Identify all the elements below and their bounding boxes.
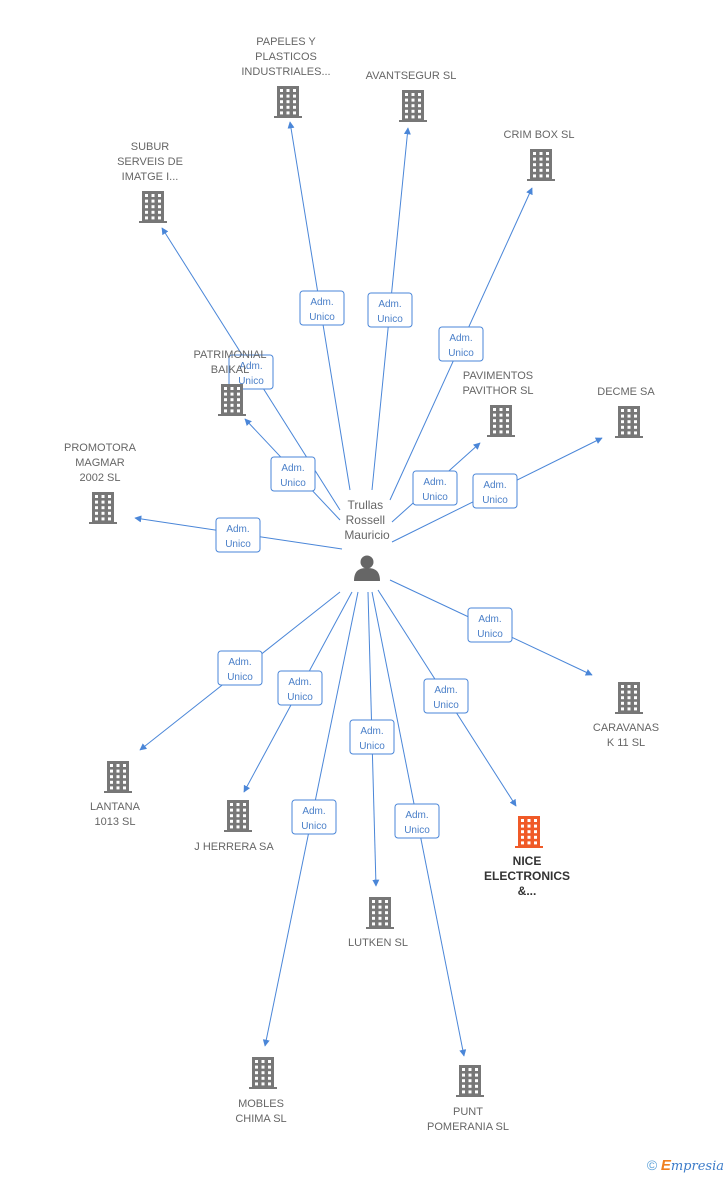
copyright-symbol: © [646, 1157, 658, 1173]
svg-text:Adm.: Adm. [449, 333, 472, 344]
edge-label-jherrera: Adm. Unico [277, 670, 323, 706]
svg-text:Unico: Unico [422, 492, 448, 503]
svg-text:Adm.: Adm. [226, 524, 249, 535]
edge-label-avantsegur: Adm. Unico [367, 292, 413, 328]
company-name-lutken[interactable]: LUTKEN SL [348, 937, 408, 949]
svg-text:Unico: Unico [225, 539, 251, 550]
svg-text:Adm.: Adm. [378, 299, 401, 310]
svg-text:Adm.: Adm. [405, 810, 428, 821]
svg-text:Unico: Unico [359, 741, 385, 752]
svg-text:Unico: Unico [482, 495, 508, 506]
edge-label-nice: Adm. Unico [423, 678, 469, 714]
edge-label-papeles: Adm. Unico [299, 290, 345, 326]
edge-label-mobles: Adm. Unico [291, 799, 337, 835]
company-node-crimbox[interactable]: CRIM BOX SL [504, 129, 575, 181]
building-icon [615, 406, 643, 438]
svg-text:Unico: Unico [448, 348, 474, 359]
company-name-decme[interactable]: DECME SA [597, 386, 655, 398]
svg-text:Adm.: Adm. [310, 297, 333, 308]
company-node-jherrera[interactable]: J HERRERA SA [194, 800, 274, 853]
svg-text:Unico: Unico [287, 692, 313, 703]
edge-label-lantana: Adm. Unico [217, 650, 263, 686]
building-icon [366, 897, 394, 929]
svg-text:Unico: Unico [280, 478, 306, 489]
building-icon [527, 149, 555, 181]
svg-text:Adm.: Adm. [423, 477, 446, 488]
svg-text:Adm.: Adm. [239, 361, 262, 372]
building-icon [104, 761, 132, 793]
edge-label-punt: Adm. Unico [394, 803, 440, 839]
edge-label-pavimentos: Adm. Unico [412, 470, 458, 506]
person-icon[interactable] [354, 555, 380, 582]
svg-text:Adm.: Adm. [483, 480, 506, 491]
edge-label-crimbox: Adm. Unico [438, 326, 484, 362]
footer-brand: © Empresia [647, 1157, 724, 1174]
edge-label-caravanas: Adm. Unico [467, 607, 513, 643]
building-icon [89, 492, 117, 524]
building-icon [224, 800, 252, 832]
svg-text:Adm.: Adm. [434, 685, 457, 696]
company-name-crimbox[interactable]: CRIM BOX SL [504, 129, 575, 141]
svg-text:Adm.: Adm. [281, 463, 304, 474]
brand-name: mpresia [670, 1159, 724, 1174]
svg-text:Adm.: Adm. [228, 657, 251, 668]
svg-text:Unico: Unico [477, 629, 503, 640]
svg-text:Unico: Unico [377, 314, 403, 325]
svg-text:Unico: Unico [238, 376, 264, 387]
edge-label-lutken: Adm. Unico [349, 719, 395, 755]
building-icon [274, 86, 302, 118]
svg-text:Unico: Unico [301, 821, 327, 832]
svg-text:Adm.: Adm. [360, 726, 383, 737]
building-icon [615, 682, 643, 714]
svg-text:Unico: Unico [404, 825, 430, 836]
building-icon [487, 405, 515, 437]
company-node-avantsegur[interactable]: AVANTSEGUR SL [366, 70, 457, 122]
edge-label-decme: Adm. Unico [472, 473, 518, 509]
building-icon [139, 191, 167, 223]
svg-text:Adm.: Adm. [288, 677, 311, 688]
edge-label-subur: Adm. Unico [228, 354, 274, 390]
svg-text:Unico: Unico [433, 700, 459, 711]
company-node-lutken[interactable]: LUTKEN SL [348, 897, 408, 949]
building-icon [218, 384, 246, 416]
building-icon [456, 1065, 484, 1097]
svg-text:Adm.: Adm. [302, 806, 325, 817]
building-icon [249, 1057, 277, 1089]
svg-text:Adm.: Adm. [478, 614, 501, 625]
building-icon [399, 90, 427, 122]
center-person-name[interactable]: Trullas Rossell Mauricio [344, 498, 390, 542]
svg-text:Unico: Unico [227, 672, 253, 683]
building-icon [515, 816, 543, 848]
company-name-avantsegur[interactable]: AVANTSEGUR SL [366, 70, 457, 82]
brand-logo-icon: E [660, 1157, 671, 1174]
edge-label-promotora: Adm. Unico [215, 517, 261, 553]
svg-text:Unico: Unico [309, 312, 335, 323]
company-name-jherrera[interactable]: J HERRERA SA [194, 841, 274, 853]
edge-label-patrimonial: Adm. Unico [270, 456, 316, 492]
company-node-decme[interactable]: DECME SA [597, 386, 655, 438]
